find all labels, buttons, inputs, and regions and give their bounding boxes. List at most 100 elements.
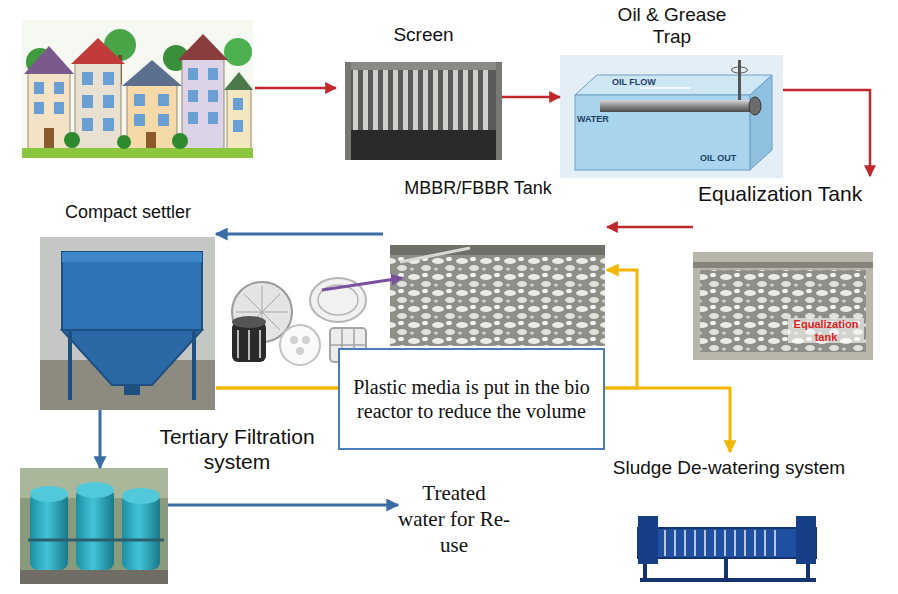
stage-caption: Equalization Tank (698, 181, 888, 206)
filter-vessels-picture (30, 492, 68, 570)
town-picture (188, 68, 198, 80)
filter-press-picture (704, 530, 706, 556)
equalization-picture (693, 262, 873, 268)
town-picture (233, 120, 243, 132)
town-picture (82, 72, 93, 85)
town-picture (64, 132, 80, 148)
stage-caption: Screen (345, 24, 502, 47)
grease-trap-picture (750, 75, 772, 170)
picture-label: WATER (577, 114, 637, 124)
town-picture (146, 132, 156, 150)
town-picture (44, 128, 54, 150)
filter-press-picture (665, 530, 775, 556)
settler-picture (124, 385, 140, 395)
town-picture (82, 118, 93, 131)
filter-vessels-picture (30, 486, 68, 502)
plastic-media-picture (290, 336, 298, 344)
filter-press-picture (638, 516, 816, 582)
plastic-media-picture (238, 330, 260, 360)
screen-picture (345, 62, 351, 160)
screen-picture (483, 70, 488, 130)
settler-picture (68, 330, 72, 400)
town-picture (22, 20, 253, 158)
screen-picture (345, 130, 502, 160)
town-picture (34, 82, 44, 94)
grease-trap-picture (560, 55, 783, 178)
stage-caption: Sludge De-watering system (600, 457, 858, 480)
flow-arrow (168, 504, 398, 507)
filter-press-picture (724, 558, 728, 580)
treated-water-text: Treated water for Re-use (398, 476, 510, 562)
town-picture (103, 95, 114, 108)
equalization-picture (700, 270, 866, 352)
town-picture (227, 88, 251, 150)
screen-picture (393, 70, 398, 130)
town-picture (134, 114, 145, 126)
town-picture (208, 68, 218, 80)
note-text: Plastic media is put in the bio reactor … (346, 375, 597, 423)
grease-trap-picture (749, 97, 761, 115)
filter-press-picture (645, 558, 808, 580)
note-box: Plastic media is put in the bio reactor … (338, 348, 605, 450)
filter-press-picture (684, 530, 686, 556)
town-picture (54, 82, 64, 94)
filter-press-picture (694, 530, 696, 556)
settler-picture (40, 237, 215, 410)
screen-stage: Screen (345, 62, 502, 160)
plastic-media-picture (259, 330, 261, 358)
media-arrow (322, 278, 402, 290)
screen-picture (463, 70, 468, 130)
plastic-media-picture (302, 336, 310, 344)
settler-stage: Compact settler (40, 200, 216, 410)
filter-press-picture (714, 530, 716, 556)
town-picture (208, 90, 218, 102)
plastic-media-picture (330, 344, 366, 346)
settler-picture (62, 252, 202, 330)
plastic-media-picture (290, 336, 310, 355)
plastic-media-picture (280, 325, 320, 365)
filter-press-picture (674, 530, 676, 556)
tertiary-stage: Tertiary Filtration system (20, 468, 168, 584)
equalization-picture (693, 252, 873, 360)
town-picture (22, 148, 253, 158)
grease-trap-picture (640, 87, 690, 89)
town-picture (208, 112, 218, 124)
screen-picture (413, 70, 418, 130)
town-picture (122, 60, 182, 86)
grease-trap-picture (738, 60, 741, 100)
filter-press-picture (806, 564, 810, 580)
screen-picture (496, 62, 502, 160)
screen-picture (403, 70, 408, 130)
settler-picture (62, 330, 202, 385)
filter-press-picture (643, 564, 647, 580)
town-picture (134, 94, 145, 106)
grease-trap-picture (732, 67, 748, 73)
town-picture (34, 102, 44, 114)
town-picture (224, 38, 252, 66)
bioreactor-stage: MBBR/FBBR Tank (383, 176, 607, 346)
settler-picture (70, 330, 194, 400)
grease-trap-picture (600, 100, 755, 112)
town-picture (188, 112, 198, 124)
grease-trap-picture (575, 75, 772, 95)
filter-vessels-picture (122, 494, 160, 570)
screen-picture (443, 70, 448, 130)
result-text: Treated water for Re-use (398, 480, 510, 559)
stage-caption: Tertiary Filtration system (137, 424, 337, 474)
flow-arrow (216, 233, 383, 236)
flow-arrow (607, 226, 693, 229)
bioreactor-picture (390, 245, 605, 346)
screen-picture (363, 70, 368, 130)
town-picture (82, 95, 93, 108)
picture-label: Equalization tank (788, 318, 864, 343)
filter-vessels-picture (76, 488, 114, 570)
screen-picture (353, 70, 488, 130)
sludge-stage: Sludge De-watering system (600, 452, 858, 584)
stage-caption: Compact settler (45, 202, 211, 224)
screen-picture (423, 70, 428, 130)
screen-picture (353, 70, 358, 130)
filter-press-picture (764, 530, 766, 556)
screen-picture (345, 62, 502, 70)
settler-picture (62, 252, 202, 262)
